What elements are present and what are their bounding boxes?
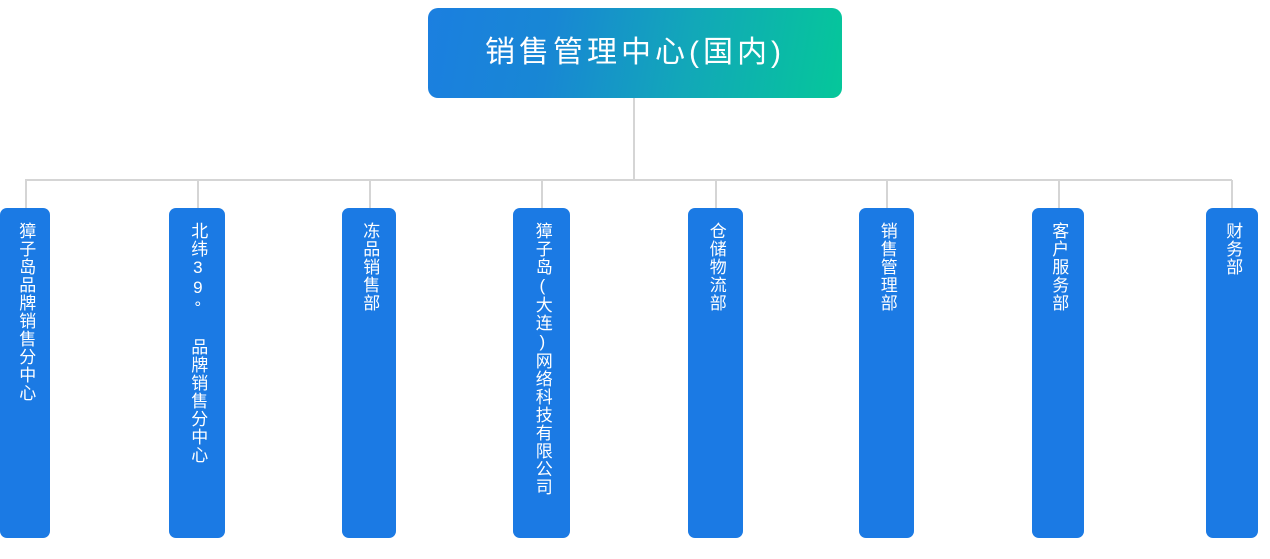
child-connector-stem bbox=[886, 180, 888, 209]
child-node-label: 客户服务部 bbox=[1049, 222, 1069, 312]
child-node-label: 獐子岛(大连)网络科技有限公司 bbox=[532, 222, 552, 496]
child-node[interactable]: 客户服务部 bbox=[1032, 208, 1084, 538]
horizontal-bus-connector bbox=[25, 179, 1232, 181]
child-connector-stem bbox=[369, 180, 371, 209]
child-node-label: 销售管理部 bbox=[877, 222, 897, 312]
child-node-label: 仓储物流部 bbox=[706, 222, 726, 312]
child-node[interactable]: 仓储物流部 bbox=[688, 208, 743, 538]
child-connector-stem bbox=[1231, 180, 1233, 209]
child-connector-stem bbox=[1058, 180, 1060, 209]
child-node[interactable]: 冻品销售部 bbox=[342, 208, 396, 538]
child-connector-stem bbox=[541, 180, 543, 209]
child-node[interactable]: 獐子岛品牌销售分中心 bbox=[0, 208, 50, 538]
child-node[interactable]: 北纬39° 品牌销售分中心 bbox=[169, 208, 225, 538]
child-connector-stem bbox=[25, 180, 27, 209]
child-node[interactable]: 财务部 bbox=[1206, 208, 1258, 538]
child-node[interactable]: 销售管理部 bbox=[859, 208, 914, 538]
child-connector-stem bbox=[197, 180, 199, 209]
root-node-sales-management-center[interactable]: 销售管理中心(国内) bbox=[428, 8, 842, 98]
child-node-label: 财务部 bbox=[1223, 222, 1243, 276]
child-node-label: 北纬39° 品牌销售分中心 bbox=[188, 222, 208, 464]
child-node-label: 冻品销售部 bbox=[360, 222, 380, 312]
child-node-label: 獐子岛品牌销售分中心 bbox=[16, 222, 36, 402]
root-connector-stem bbox=[633, 98, 635, 180]
root-node-label: 销售管理中心(国内) bbox=[485, 36, 785, 69]
child-connector-stem bbox=[715, 180, 717, 209]
child-node[interactable]: 獐子岛(大连)网络科技有限公司 bbox=[513, 208, 570, 538]
